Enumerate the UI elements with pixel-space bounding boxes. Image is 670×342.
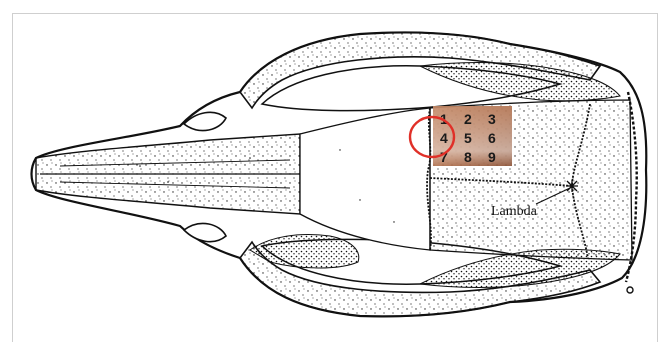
lambda-label: Lambda	[491, 204, 538, 219]
grid-number-9: 9	[488, 149, 496, 165]
grid-number-5: 5	[464, 130, 472, 146]
lambda-star-icon	[566, 180, 578, 192]
grid-number-4: 4	[440, 130, 448, 146]
bregma-grid: 1 2 3 4 5 6 7 8 9	[433, 106, 512, 166]
grid-number-6: 6	[488, 130, 496, 146]
grid-number-2: 2	[464, 111, 472, 127]
grid-number-8: 8	[464, 149, 472, 165]
grid-number-3: 3	[488, 111, 496, 127]
